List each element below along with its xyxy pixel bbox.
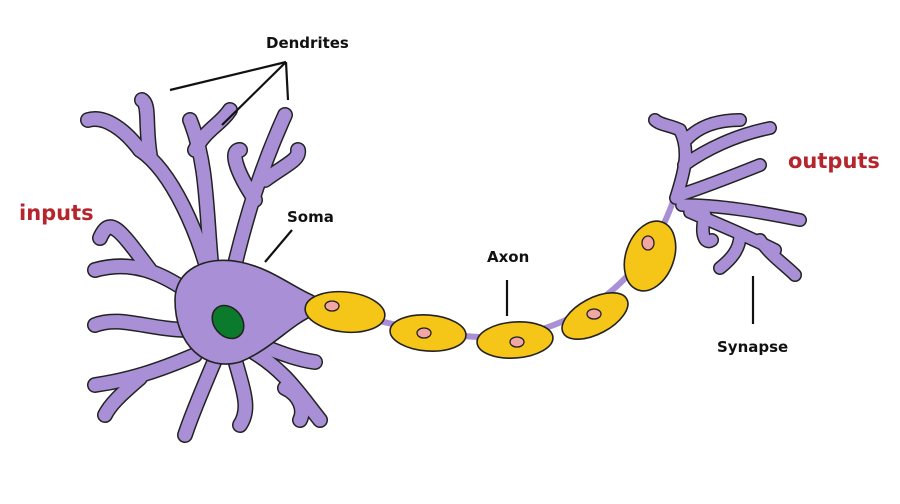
label-outputs: outputs bbox=[788, 149, 880, 173]
leader-lines bbox=[169, 60, 755, 324]
nucleus bbox=[211, 304, 245, 340]
label-synapse: Synapse bbox=[717, 338, 789, 356]
myelin-sheaths bbox=[304, 220, 677, 359]
myelin-nuclei bbox=[324, 235, 655, 348]
label-soma: Soma bbox=[287, 208, 334, 226]
label-axon: Axon bbox=[487, 248, 530, 266]
label-inputs: inputs bbox=[19, 201, 94, 225]
label-dendrites: Dendrites bbox=[266, 34, 349, 52]
axon-terminals bbox=[648, 113, 807, 282]
soma-body bbox=[174, 259, 321, 365]
